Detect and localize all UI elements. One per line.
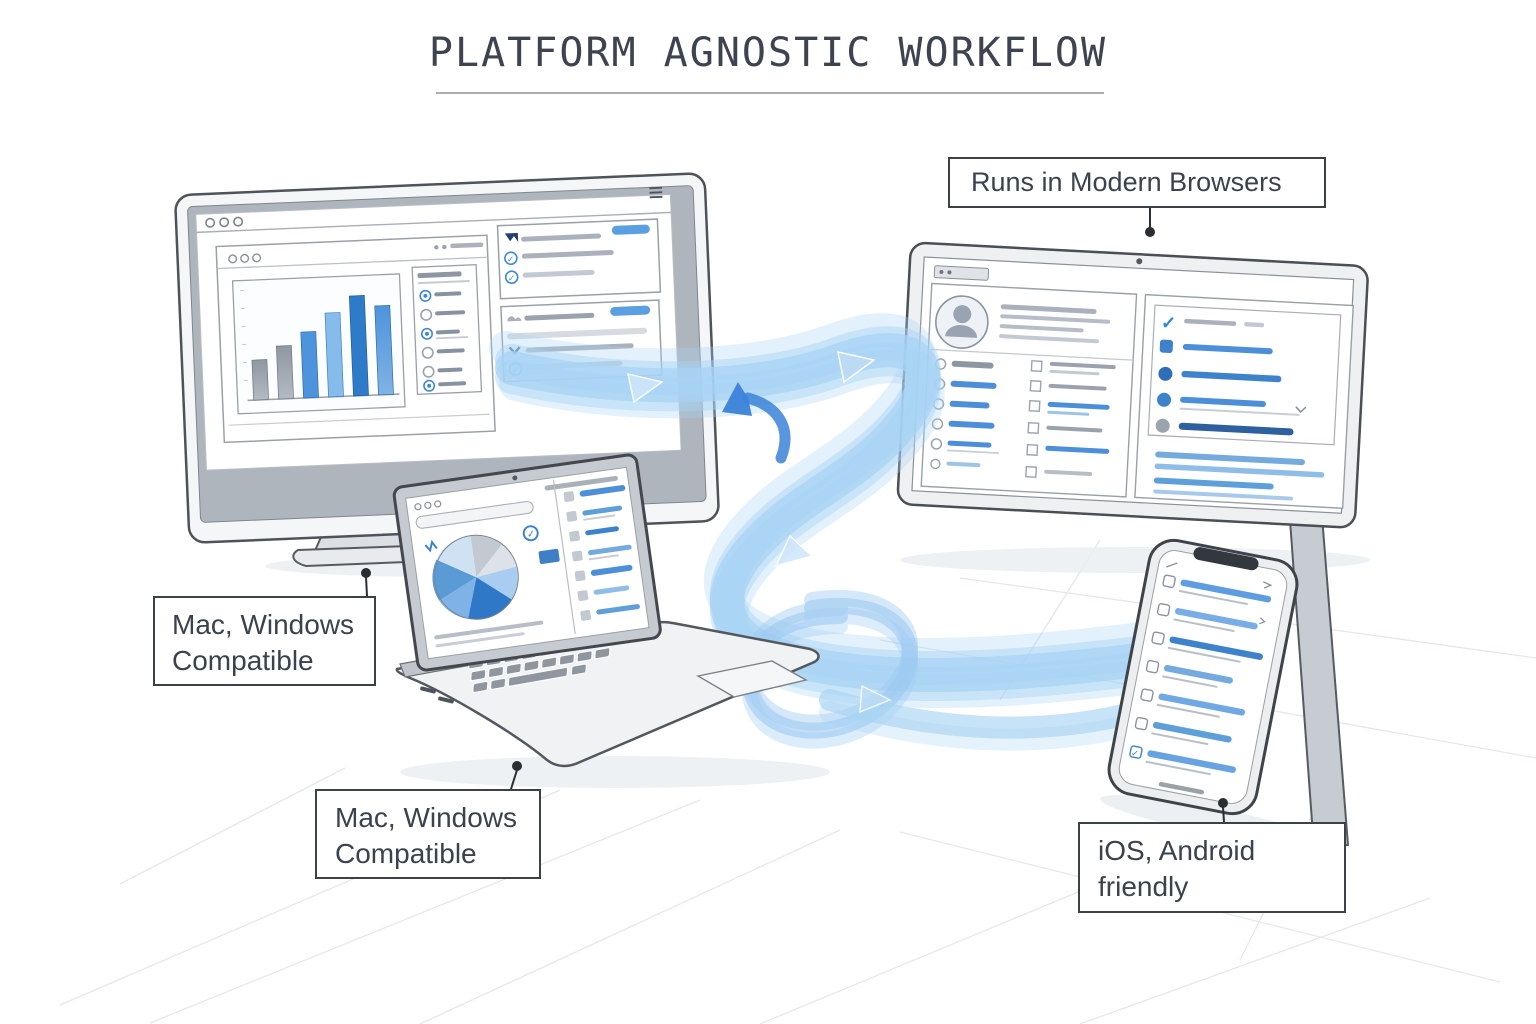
check-circle-icon — [504, 270, 519, 285]
tablet-display: ✓ — [896, 241, 1369, 851]
page-title: PLATFORM AGNOSTIC WORKFLOW — [428, 30, 1108, 76]
tablet-summary-lines — [1153, 451, 1325, 501]
status-dot-icon — [1155, 418, 1170, 433]
phone-toolbar-mark — [1166, 562, 1178, 568]
check-glyph: ✓ — [526, 529, 536, 541]
check-glyph: ✓ — [1130, 748, 1139, 759]
ribbon-up-arrow-tail — [742, 392, 791, 464]
search-bar — [415, 500, 534, 529]
sync-flow-ribbons — [506, 330, 1234, 741]
status-dot-icon — [1157, 392, 1172, 407]
desktop-monitor: ≡ — [174, 172, 720, 568]
laptop-camera — [512, 475, 518, 481]
chevron-right-icon — [1258, 617, 1266, 625]
status-dot-icon — [1158, 366, 1173, 381]
callout-runs-in-modern-browsers: Runs in Modern Browsers — [948, 157, 1326, 208]
callout-connectors — [361, 208, 1228, 823]
tablet-browser-pill — [933, 265, 990, 281]
laptop-trackpad — [696, 660, 808, 698]
monitor-app-window — [215, 234, 496, 444]
callout-text-line1: Mac, Windows — [172, 609, 355, 640]
callout-text: Runs in Modern Browsers — [971, 166, 1282, 197]
tablet-checkbox-list — [1025, 360, 1116, 478]
laptop-ports — [420, 686, 454, 704]
laptop-pie-chart — [432, 534, 519, 620]
laptop-browser-chrome — [414, 475, 618, 529]
check-glyph: ✓ — [508, 273, 516, 283]
check-glyph: ✓ — [507, 254, 515, 264]
check-glyph: ✓ — [1161, 313, 1177, 334]
phone-home-indicator — [1158, 781, 1205, 795]
pulse-icon — [424, 539, 438, 553]
callout-text-line1: Mac, Windows — [335, 802, 518, 833]
callout-phone-compatibility: iOS, Android friendly — [1078, 822, 1346, 913]
check-circle-icon — [522, 525, 539, 542]
tablet-camera — [1136, 258, 1143, 265]
callout-text-line2: Compatible — [172, 645, 314, 677]
tablet-profile-panel — [920, 282, 1138, 498]
laptop: ✓ — [392, 453, 820, 768]
callout-laptop-compatibility: Mac, Windows Compatible — [315, 789, 541, 879]
monitor-checklist — [411, 264, 483, 395]
chevron-down-icon — [1295, 406, 1307, 414]
callout-text-line1: iOS, Android — [1098, 835, 1256, 866]
laptop-task-list — [563, 485, 640, 621]
callout-text-line2: Compatible — [335, 838, 477, 870]
flag-icon — [504, 232, 519, 242]
monitor-bar-chart — [231, 273, 406, 415]
monitor-browser-chrome — [196, 211, 672, 234]
share-icon — [1263, 581, 1273, 589]
phone: ✓ — [1107, 538, 1299, 816]
lock-icon — [1159, 339, 1174, 354]
badge-pill — [611, 224, 650, 235]
monitor-task-card-1: ✓ ✓ — [496, 218, 662, 300]
button-chip — [538, 548, 560, 564]
cloud-icon — [507, 316, 522, 322]
callout-text-line2: friendly — [1098, 871, 1189, 903]
phone-notch — [1193, 547, 1259, 571]
check-circle-icon — [504, 251, 518, 266]
ribbon-loop — [750, 598, 910, 741]
tablet-task-panel: ✓ — [1134, 293, 1354, 510]
title-underline — [436, 92, 1104, 94]
phone-checklist: ✓ — [1129, 574, 1272, 776]
menu-icon: ≡ — [648, 177, 664, 208]
callout-monitor-compatibility: Mac, Windows Compatible — [153, 596, 376, 686]
badge-pill — [610, 305, 651, 316]
